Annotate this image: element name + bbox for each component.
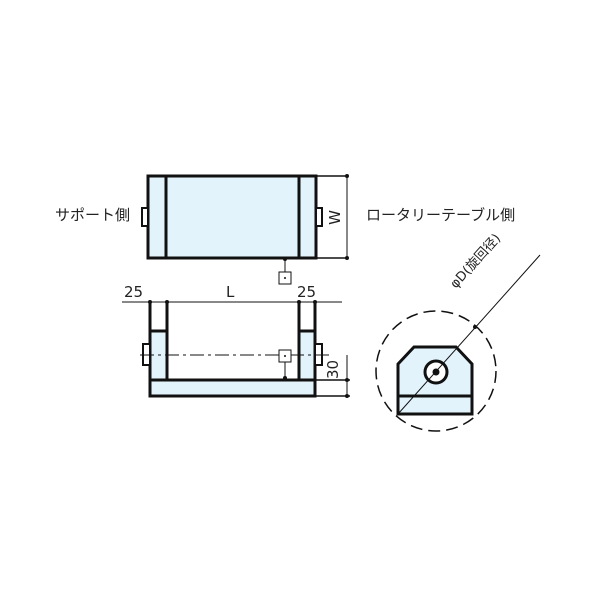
top-view (141, 174, 349, 285)
height-dimension-label: 30 (324, 359, 343, 380)
right-offset-label: 25 (297, 283, 317, 301)
width-dimension-label: W (325, 210, 344, 225)
support-side-label: サポート側 (55, 206, 131, 224)
left-offset-label: 25 (124, 283, 144, 301)
length-dimension-label: L (226, 283, 235, 301)
side-view (375, 254, 541, 432)
front-view (122, 300, 350, 398)
rotary-side-label: ロータリーテーブル側 (366, 206, 516, 224)
